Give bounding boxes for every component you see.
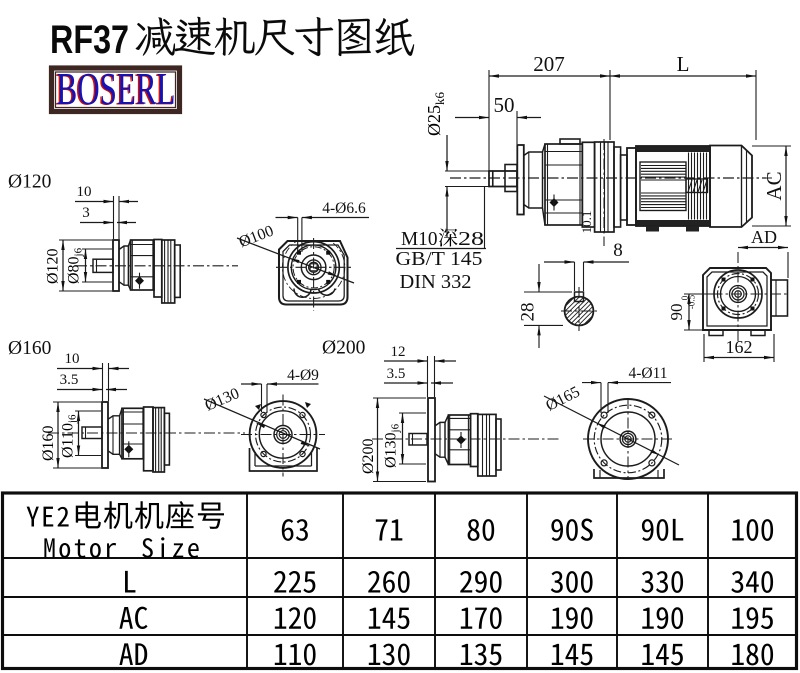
svg-text:162: 162	[726, 337, 753, 357]
svg-text:4-Ø6.6: 4-Ø6.6	[322, 200, 366, 217]
svg-text:RF37: RF37	[50, 18, 129, 62]
svg-text:AD: AD	[751, 227, 777, 247]
svg-text:L: L	[677, 52, 690, 76]
svg-text:4-Ø11: 4-Ø11	[628, 365, 667, 382]
svg-text:90: 90	[667, 304, 686, 321]
svg-text:10.1: 10.1	[579, 211, 594, 234]
svg-text:BOSERL: BOSERL	[57, 64, 176, 114]
svg-text:50: 50	[494, 93, 515, 117]
svg-text:M10: M10	[401, 229, 438, 250]
svg-text:Ø160: Ø160	[40, 425, 57, 461]
svg-text:8: 8	[613, 240, 623, 261]
svg-text:3: 3	[82, 205, 90, 221]
svg-text:Ø120: Ø120	[45, 248, 62, 284]
svg-text:DIN 332: DIN 332	[400, 272, 472, 293]
svg-text:-0.5: -0.5	[687, 294, 697, 309]
svg-text:Ø80j6: Ø80j6	[66, 247, 85, 284]
svg-text:AC: AC	[762, 171, 786, 200]
svg-text:BOSERL: BOSERL	[55, 65, 174, 115]
svg-text:3.5: 3.5	[60, 372, 79, 388]
svg-text:207: 207	[533, 52, 565, 76]
svg-text:Ø130: Ø130	[203, 385, 242, 415]
svg-text:Ø25k6: Ø25k6	[424, 92, 447, 137]
svg-text:Ø100: Ø100	[237, 222, 276, 251]
svg-text:28: 28	[458, 229, 484, 250]
svg-text:Ø160: Ø160	[8, 338, 51, 359]
svg-text:0: 0	[680, 295, 690, 300]
svg-text:4-Ø9: 4-Ø9	[287, 367, 319, 384]
svg-text:3.5: 3.5	[387, 366, 406, 382]
svg-text:Ø200: Ø200	[360, 438, 377, 474]
svg-text:Ø200: Ø200	[322, 338, 365, 359]
svg-text:Ø120: Ø120	[8, 172, 51, 193]
svg-text:Ø110j6: Ø110j6	[60, 414, 79, 458]
svg-text:Ø165: Ø165	[543, 383, 582, 414]
svg-text:12: 12	[391, 344, 406, 360]
svg-text:28: 28	[518, 303, 539, 322]
svg-text:GB/T 145: GB/T 145	[396, 249, 483, 270]
svg-text:10: 10	[77, 184, 92, 200]
svg-text:Ø130j6: Ø130j6	[383, 423, 402, 468]
svg-text:10: 10	[65, 351, 80, 367]
